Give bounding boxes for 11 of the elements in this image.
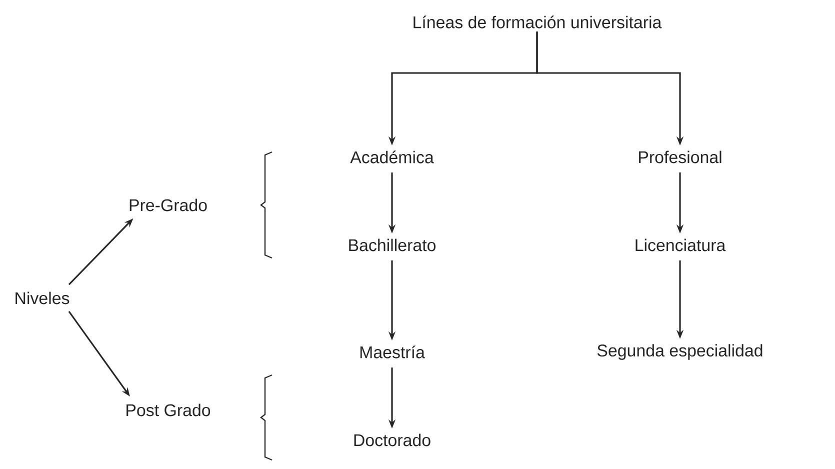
node-label: Maestría: [360, 346, 425, 358]
node-label: Doctorado: [354, 434, 430, 446]
node-label: Licenciatura: [636, 238, 726, 252]
node-label: Académica: [350, 150, 434, 164]
node-label: Pre-Grado: [130, 198, 207, 212]
node-label: Profesional: [639, 150, 722, 164]
node-label: Bachillerato: [349, 238, 436, 252]
node-label: Líneas de formación universitaria: [414, 16, 662, 28]
node-label: Segunda especialidad: [597, 344, 762, 360]
node-label: Niveles: [16, 292, 70, 304]
node-label: Post Grado: [126, 404, 210, 416]
